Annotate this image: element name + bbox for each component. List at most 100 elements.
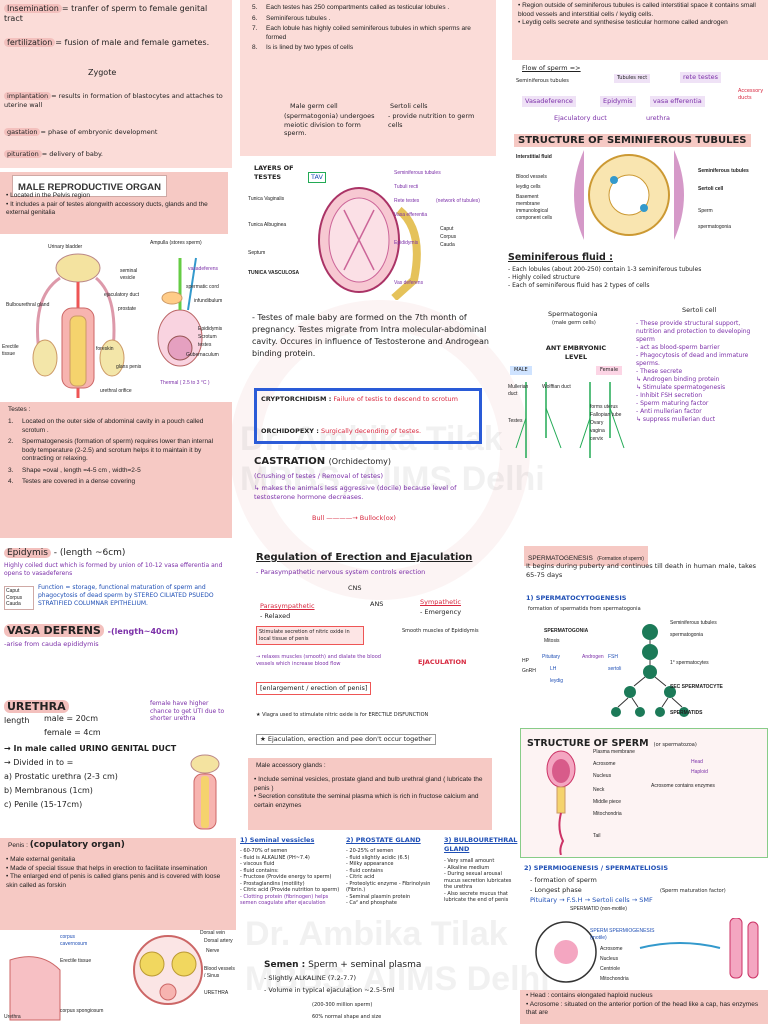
diagram-label: Septum xyxy=(248,250,266,256)
diagram-label: seminal vesicle xyxy=(120,268,138,281)
diagram-label: Seminiferous tubules xyxy=(698,168,749,174)
list-item: ↳ suppress mullerian duct xyxy=(636,416,716,423)
diagram-label: Gubernaculum xyxy=(186,352,219,358)
spermatogonia-label: Spermatogonia xyxy=(548,310,598,318)
diagram-label: foreskin xyxy=(96,346,114,352)
list-item: Secretion constitute the seminal plasma … xyxy=(254,793,488,810)
embryo-male: MALE xyxy=(510,366,532,375)
diagram-label: ejaculatory duct xyxy=(104,292,140,298)
epididymis-heading: Epidymis - (length ~6cm) xyxy=(4,548,125,558)
diagram-label: Tunica Albuginea xyxy=(248,222,287,228)
diagram-label: SEC SPERMATOCYTE xyxy=(670,684,723,690)
diagram-label: Erectile tissue xyxy=(2,344,19,357)
list-item: 8.Is is lined by two types of cells xyxy=(252,44,354,51)
diagram-label: Mitochondria xyxy=(600,976,629,982)
spermiogenesis-item: - formation of sperm xyxy=(530,876,597,884)
diagram-label: Blood vessels xyxy=(516,174,547,180)
diagram-label: Cauda xyxy=(440,242,455,248)
male-organ-list: Located in the Pelvis region It includes… xyxy=(6,192,222,218)
spermiogenesis-section: 2) SPERMIOGENESIS / SPERMATELIOSIS - for… xyxy=(520,862,768,986)
diagram-label: Neck xyxy=(593,787,605,793)
diagram-label: 1° spermatocytes xyxy=(670,660,709,666)
ejaculation-label: EJACULATION xyxy=(418,658,467,666)
def-implantation: implantation= results in formation of bl… xyxy=(4,92,223,109)
diagram-label: FSH xyxy=(608,654,618,660)
spermatogenesis-title: SPERMATOGENESIS (Formation of sperm) xyxy=(524,546,648,566)
diagram-label: Androgen xyxy=(582,654,604,660)
relaxed-label: - Relaxed xyxy=(260,612,291,620)
list-item: - fluid is ALKALINE (PH~7.4) xyxy=(240,854,310,861)
list-item: - During sexual arousal mucus secretion … xyxy=(444,871,512,890)
diagram-label: Urinary bladder xyxy=(48,244,83,250)
list-item: - viscous fluid xyxy=(240,861,275,867)
embryo-title: ANT EMBRYONIC LEVEL xyxy=(545,344,607,361)
spermatocytogenesis-desc: formation of spermatids from spermatogon… xyxy=(528,606,641,612)
enlarge-box: [enlargement / erection of penis] xyxy=(256,682,372,695)
testes-title: Testes : xyxy=(8,406,31,413)
urethra-part: c) Penile (15-17cm) xyxy=(4,800,83,809)
list-item: - Inhibit FSH secretion xyxy=(636,392,703,399)
vesicle-list: - 60-70% of semen - fluid is ALKALINE (P… xyxy=(240,848,340,907)
urethra-male: male = 20cm xyxy=(44,714,98,723)
diagram-label: sertoli xyxy=(608,666,622,672)
male-organ-panel: MALE REPRODUCTIVE ORGAN Located in the P… xyxy=(0,172,228,234)
list-item: 7.Each lobule has highly coiled seminife… xyxy=(252,25,471,41)
list-item: - Milky appearance xyxy=(346,861,394,867)
interstitial-panel: Region outside of seminiferous tubules i… xyxy=(512,0,768,60)
semen-normal: 60% normal shape and size xyxy=(312,1014,382,1020)
penis-diagram: corpus cavernosum Erectile tissue corpus… xyxy=(0,930,236,1024)
list-item: - Citric acid (Provide nutrition to sper… xyxy=(240,887,340,893)
diagram-label: Tubuli recti xyxy=(394,184,419,190)
testes-list: 1.Located on the outer side of abdominal… xyxy=(8,418,226,487)
diagram-label: spermatogonia xyxy=(698,224,732,230)
seminiferous-fluid-section: Seminiferous fluid : - Each lobules (abo… xyxy=(508,252,768,358)
diagram-label: Dorsal artery xyxy=(204,938,233,944)
diagram-label: Testes xyxy=(508,418,523,424)
castration-section: CASTRATION (Orchidectomy) (Crushing of t… xyxy=(252,454,492,530)
diagram-label: HP xyxy=(522,658,529,664)
list-item: - These provide structural support, nutr… xyxy=(636,320,751,343)
diagram-label: Blood vessels / Sinus xyxy=(204,966,235,979)
diagram-label: urethral orifice xyxy=(100,388,132,394)
diagram-label: Middle piece xyxy=(593,799,622,805)
smooth-text: Smooth muscles of Epididymis xyxy=(402,628,479,634)
list-item: It includes a pair of testes alongwith a… xyxy=(6,201,222,218)
diagram-label: Mitochondria xyxy=(593,811,622,817)
castration-item: ↳ makes the animals less aggressive (doc… xyxy=(254,484,457,501)
diagram-label: testes xyxy=(198,342,212,348)
diagram-label: Scrotum xyxy=(198,334,217,340)
diagram-label: Nucleus xyxy=(600,956,619,962)
diagram-label: GnRH xyxy=(522,668,536,674)
fluid-title: Seminiferous fluid : xyxy=(508,252,613,263)
seminal-vesicle-col: 1) Seminal vessicles - 60-70% of semen -… xyxy=(238,834,342,934)
list-item: 6.Seminiferous tubules . xyxy=(252,14,331,22)
viagra-note: ★ Viagra used to stimulate nitric oxide … xyxy=(256,712,429,718)
semen-section: Semen : Sperm + seminal plasma - Slightl… xyxy=(262,960,512,1024)
list-item: 1.Located on the outer side of abdominal… xyxy=(8,418,204,434)
diagram-label: Basement membrane xyxy=(516,194,540,207)
castration-title: CASTRATION (Orchidectomy) xyxy=(254,456,391,467)
ans-label: ANS xyxy=(370,600,384,608)
list-item: - fluid contains xyxy=(346,867,384,874)
diagram-label: Ampulla (stores sperm) xyxy=(150,240,202,246)
tubule-structure-section: STRUCTURE OF SEMINIFEROUS TUBULES Inters… xyxy=(514,134,768,242)
diagram-label: Seminiferous tubules xyxy=(394,170,441,176)
flow-accessory: Accessory ducts xyxy=(738,88,764,101)
list-item: Head : contains elongated haploid nucleu… xyxy=(526,992,764,1001)
embryo-section: ANT EMBRYONIC LEVEL MALE Female Mulleria… xyxy=(506,344,634,474)
diagram-label: SPERMATOGONIA xyxy=(544,628,589,634)
migration-text: - Testes of male baby are formed on the … xyxy=(252,313,489,358)
def-zygote: Zygote xyxy=(88,68,117,77)
diagram-label: Sperm xyxy=(698,208,713,214)
spermiogenesis-item: - Longest phase xyxy=(530,886,582,894)
bull-bullock: Bull ————→ Bullock(ox) xyxy=(312,514,396,522)
semen-title: Semen : Sperm + seminal plasma xyxy=(264,960,422,970)
diagram-label: Dorsal vein xyxy=(200,930,226,936)
spermatogenesis-section: SPERMATOGENESIS (Formation of sperm) It … xyxy=(520,542,768,722)
epididymis-parts: Caput Corpus Cauda xyxy=(4,586,34,610)
diagram-label: forms uterus xyxy=(590,404,618,410)
diagram-label: vasadeferens xyxy=(188,266,219,272)
diagram-label: Fallopian tube xyxy=(590,412,622,418)
semen-alk: - Slightly ALKALINE (7.2-7.7) xyxy=(264,974,356,982)
diagram-label: vagina xyxy=(590,428,605,434)
